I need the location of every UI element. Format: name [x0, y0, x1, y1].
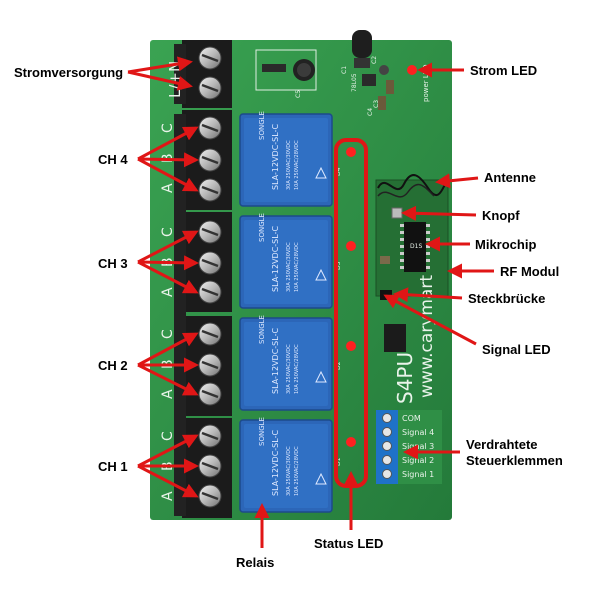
terminal-letter: C [160, 123, 176, 133]
label-rf-modul: RF Modul [500, 264, 560, 279]
power-led [407, 65, 417, 75]
svg-text:10A 250VAC/28VDC: 10A 250VAC/28VDC [294, 446, 300, 496]
terminal-screw[interactable] [198, 484, 222, 508]
label-steuerklemmen: Steuerklemmen [466, 453, 563, 468]
terminal-screw[interactable] [198, 116, 222, 140]
label-ch3: CH 3 [98, 256, 128, 271]
terminal-letter: C [160, 227, 176, 237]
terminal-screw[interactable] [198, 76, 222, 100]
ic-text: D1S [410, 243, 422, 250]
component-label: C4 [367, 108, 374, 116]
svg-text:SONGLE: SONGLE [258, 417, 266, 446]
svg-text:SLA-12VDC-SL-C: SLA-12VDC-SL-C [271, 124, 280, 190]
power-components [255, 30, 394, 110]
terminal-letter: A [160, 491, 176, 501]
led-label: D2 [335, 361, 342, 370]
terminal-screw[interactable] [198, 148, 222, 172]
component-label: C1 [341, 66, 348, 74]
terminal-letter: C [160, 431, 176, 441]
led-label: D4 [335, 167, 342, 176]
svg-text:SLA-12VDC-SL-C: SLA-12VDC-SL-C [271, 430, 280, 496]
signal-terminal-label: COM [402, 414, 421, 423]
status-led [346, 341, 356, 351]
board-model: S4PU [393, 352, 417, 404]
label-steckbruecke: Steckbrücke [468, 291, 546, 306]
terminal-letter: A [160, 183, 176, 193]
signal-screw[interactable] [382, 413, 392, 423]
component-label: C3 [373, 100, 380, 108]
status-led [346, 147, 356, 157]
led-label: D3 [335, 261, 342, 270]
signal-terminal-label: Signal 2 [402, 456, 434, 465]
label-antenne: Antenne [484, 170, 536, 185]
terminal-screw[interactable] [198, 454, 222, 478]
svg-text:10A 250VAC/28VDC: 10A 250VAC/28VDC [294, 140, 300, 190]
svg-text:10A 250VAC/28VDC: 10A 250VAC/28VDC [294, 344, 300, 394]
annotation-arrows [127, 56, 494, 548]
board-website: www.carymart [417, 275, 437, 398]
label-ch1: CH 1 [98, 459, 128, 474]
terminal-screw[interactable] [198, 251, 222, 275]
signal-screw[interactable] [382, 427, 392, 437]
svg-text:10A 250VAC/28VDC: 10A 250VAC/28VDC [294, 242, 300, 292]
svg-text:30A 250VAC/30VDC: 30A 250VAC/30VDC [286, 140, 292, 190]
terminal-screws [198, 46, 222, 508]
signal-terminal-label: Signal 3 [402, 442, 434, 451]
terminal-screw[interactable] [198, 424, 222, 448]
component-label: C5 [295, 90, 302, 98]
signal-screw[interactable] [382, 455, 392, 465]
label-status-led: Status LED [314, 536, 384, 551]
svg-text:30A 250VAC/30VDC: 30A 250VAC/30VDC [286, 344, 292, 394]
terminal-screw[interactable] [198, 353, 222, 377]
terminal-screw[interactable] [198, 220, 222, 244]
terminal-screw[interactable] [198, 322, 222, 346]
status-led [346, 437, 356, 447]
terminal-letter: A [160, 389, 176, 399]
component-label: 78L05 [351, 73, 358, 92]
signal-terminal-label: Signal 1 [402, 470, 434, 479]
svg-text:SONGLE: SONGLE [258, 111, 266, 140]
signal-terminals: COM Signal 4 Signal 3 Signal 2 Signal 1 [382, 413, 434, 479]
label-relais: Relais [236, 555, 275, 570]
svg-text:30A 250VAC/30VDC: 30A 250VAC/30VDC [286, 446, 292, 496]
svg-text:SLA-12VDC-SL-C: SLA-12VDC-SL-C [271, 328, 280, 394]
status-led [346, 241, 356, 251]
label-ch4: CH 4 [98, 152, 128, 167]
svg-text:SONGLE: SONGLE [258, 315, 266, 344]
svg-text:SONGLE: SONGLE [258, 213, 266, 242]
label-knopf: Knopf [482, 208, 520, 223]
label-ch2: CH 2 [98, 358, 128, 373]
small-ic [384, 324, 406, 352]
terminal-letter: A [160, 287, 176, 297]
terminal-screw[interactable] [198, 46, 222, 70]
svg-text:SLA-12VDC-SL-C: SLA-12VDC-SL-C [271, 226, 280, 292]
label-strom-led: Strom LED [470, 63, 538, 78]
component-label: C2 [371, 56, 378, 64]
svg-text:30A 250VAC/30VDC: 30A 250VAC/30VDC [286, 242, 292, 292]
signal-terminal-label: Signal 4 [402, 428, 434, 437]
led-label: D1 [335, 457, 342, 466]
terminal-screw[interactable] [198, 178, 222, 202]
signal-screw[interactable] [382, 441, 392, 451]
terminal-letter: C [160, 329, 176, 339]
signal-screw[interactable] [382, 469, 392, 479]
label-stromversorgung: Stromversorgung [14, 65, 124, 80]
terminal-screw[interactable] [198, 280, 222, 304]
power-led-text: power LED [422, 64, 430, 102]
label-mikrochip: Mikrochip [475, 237, 537, 252]
label-verdrahtete: Verdrahtete [466, 437, 538, 452]
terminal-screw[interactable] [198, 382, 222, 406]
label-signal-led: Signal LED [482, 342, 551, 357]
rf-module [375, 174, 449, 300]
